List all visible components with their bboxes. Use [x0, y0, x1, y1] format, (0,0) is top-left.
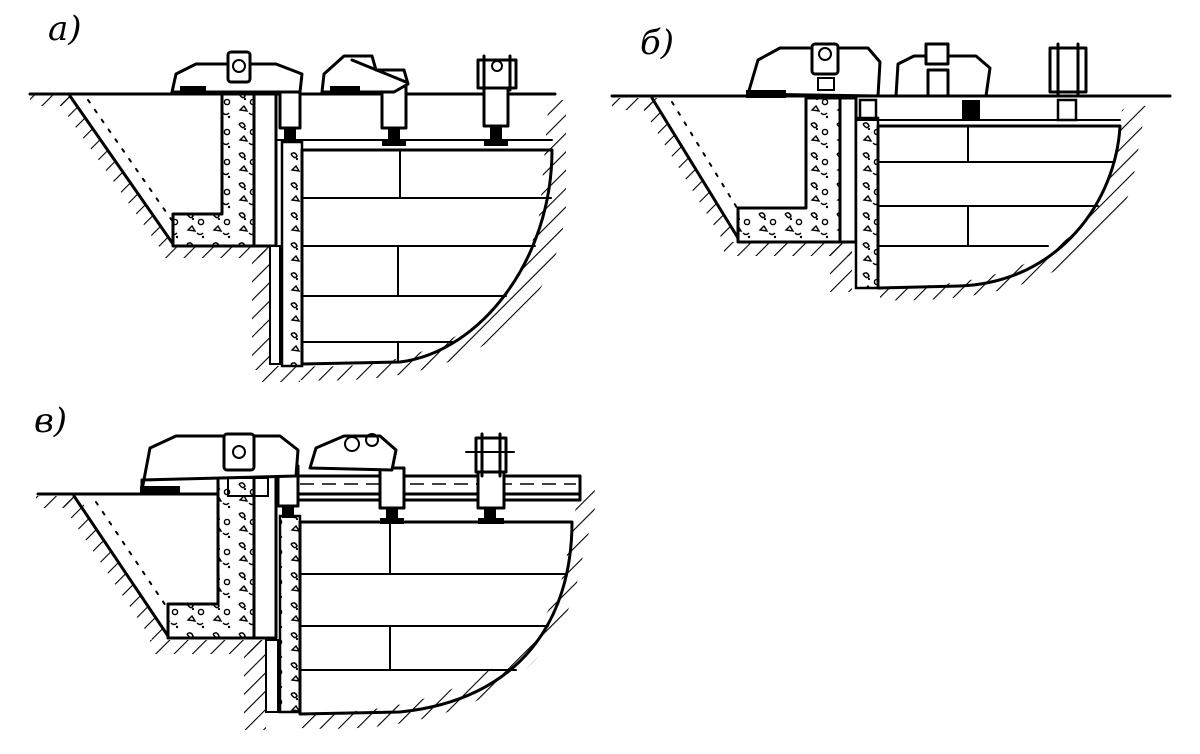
panel-v-diaphragm-wall: [278, 514, 302, 714]
panel-v-ground: [36, 486, 598, 730]
panel-v-excavation-blocks: [298, 520, 574, 716]
panel-a-excavation-blocks: [300, 148, 554, 366]
panel-a: а): [28, 9, 566, 382]
panel-label-a: а): [48, 9, 82, 49]
panel-v-machines: [140, 432, 515, 494]
panel-b: б): [610, 23, 1172, 301]
panel-a-machines: [170, 50, 518, 94]
panel-label-b: б): [640, 23, 674, 63]
panel-v: в): [34, 401, 598, 730]
panel-a-ground: [28, 92, 566, 382]
panel-b-retaining-wall: [736, 96, 858, 244]
panel-a-retaining-wall: [171, 92, 281, 365]
panel-a-diaphragm-wall: [280, 140, 304, 368]
panel-a-struts: [275, 74, 553, 146]
panel-label-v: в): [34, 401, 67, 441]
panel-b-ground: [610, 94, 1172, 301]
panel-b-diaphragm-wall: [854, 116, 880, 290]
panel-b-struts: [855, 98, 1121, 122]
panel-b-excavation-blocks: [876, 124, 1122, 290]
panel-b-machines: [746, 42, 1088, 98]
